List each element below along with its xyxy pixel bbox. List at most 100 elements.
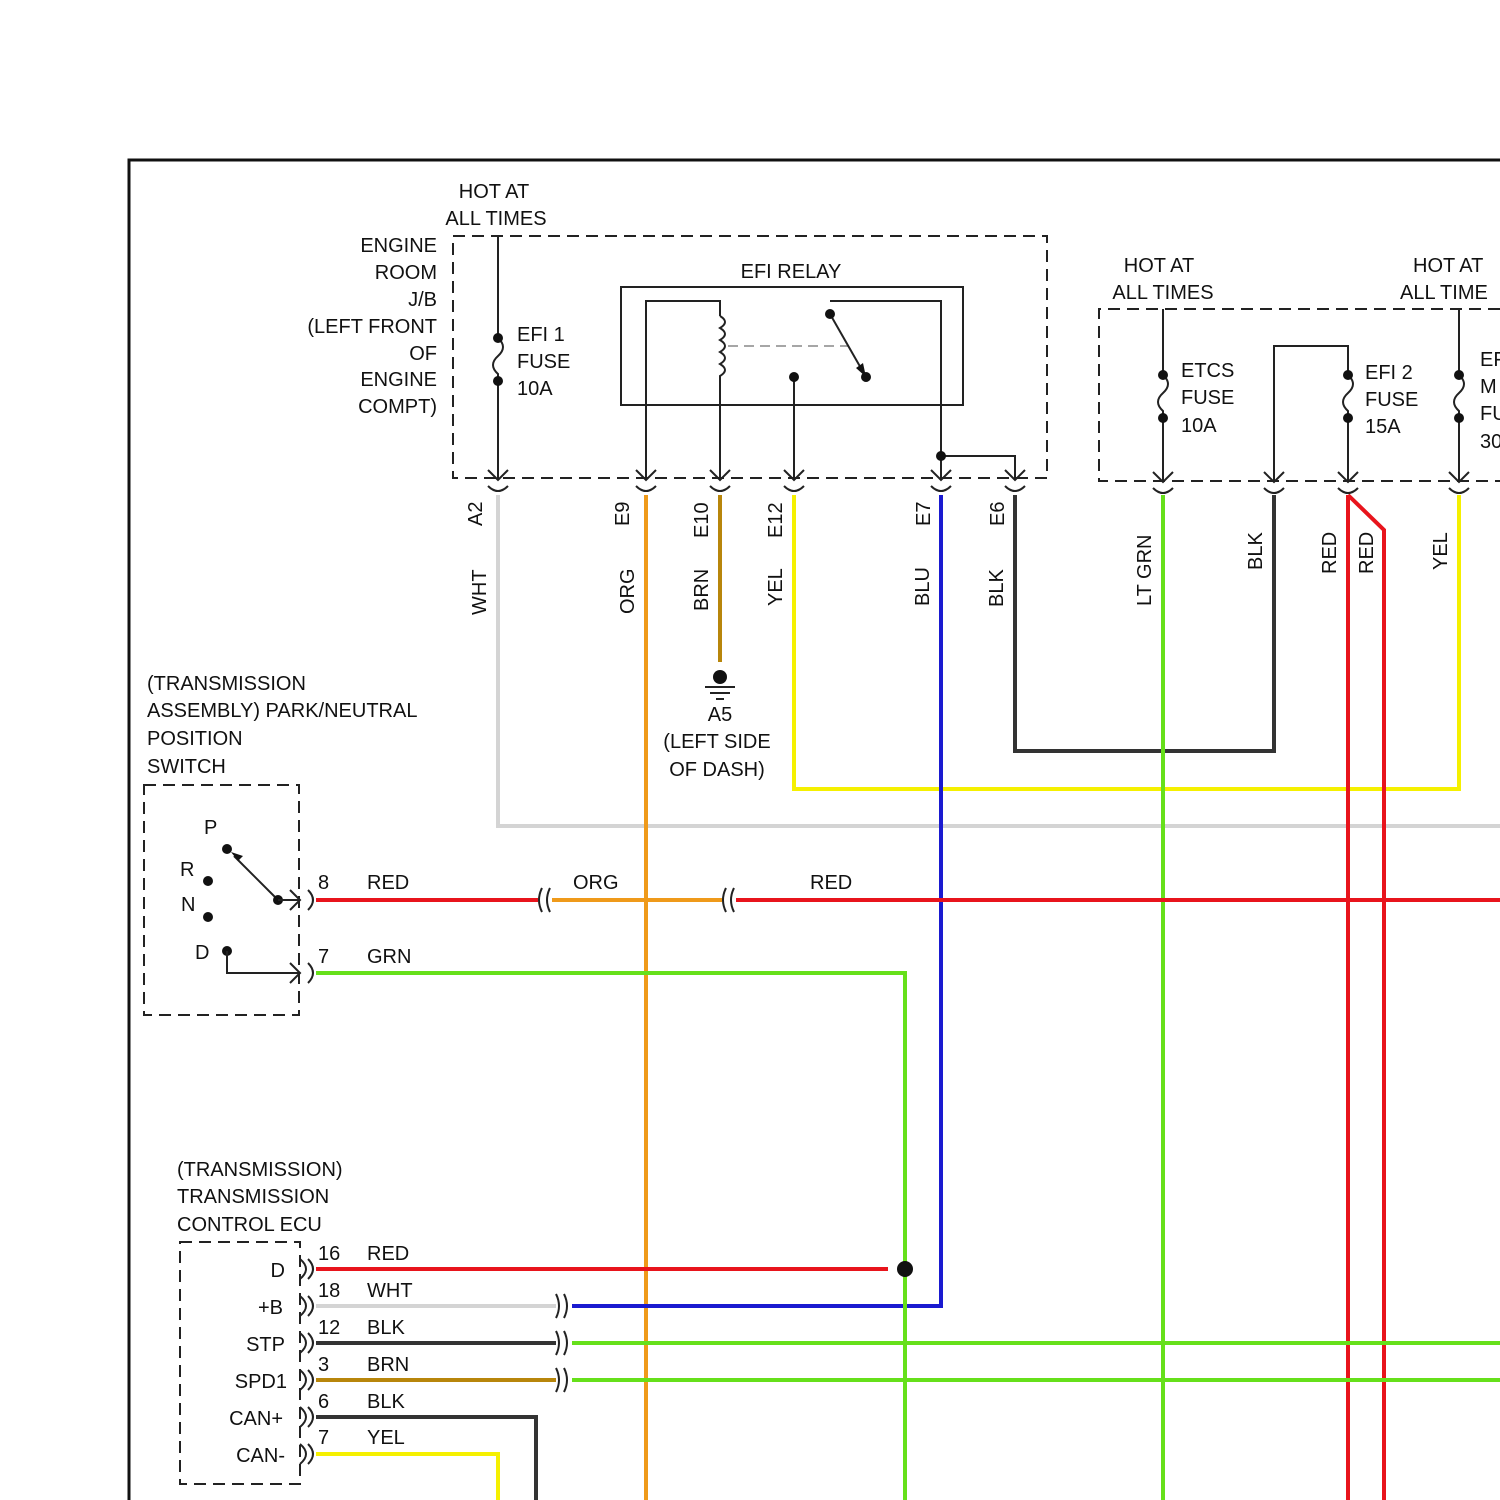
etcs-fuse-label: ETCS FUSE 10A [1181, 360, 1234, 437]
svg-text:BLK: BLK [367, 1391, 405, 1413]
jb-pin-arrows [488, 470, 1025, 491]
svg-text:A5: A5 [708, 704, 732, 726]
svg-text:ASSEMBLY) PARK/NEUTRAL: ASSEMBLY) PARK/NEUTRAL [147, 700, 417, 722]
svg-text:FUSE: FUSE [1181, 387, 1234, 409]
svg-text:YEL: YEL [765, 568, 787, 606]
svg-text:COMPT): COMPT) [358, 396, 437, 418]
svg-text:WHT: WHT [367, 1280, 413, 1302]
relay-e6-jumper [941, 456, 1015, 480]
svg-text:HOT AT: HOT AT [459, 181, 529, 203]
hot-at-all-times-label-2: HOT AT ALL TIMES [1112, 255, 1213, 304]
fuse-block-2-box [1099, 309, 1500, 481]
svg-text:OF: OF [409, 343, 437, 365]
svg-text:16: 16 [318, 1243, 340, 1265]
svg-text:BLK: BLK [367, 1317, 405, 1339]
pn-switch-label: (TRANSMISSION ASSEMBLY) PARK/NEUTRAL POS… [147, 673, 417, 778]
jb2-pin-arrows [1153, 472, 1469, 493]
svg-text:M: M [1480, 376, 1497, 398]
etcs-fuse-symbol [1158, 375, 1168, 418]
svg-text:12: 12 [318, 1317, 340, 1339]
svg-text:15A: 15A [1365, 416, 1401, 438]
svg-text:30: 30 [1480, 431, 1500, 453]
svg-text:CAN-: CAN- [236, 1445, 285, 1467]
inline-connectors [539, 888, 734, 1392]
svg-text:ALL TIMES: ALL TIMES [445, 208, 546, 230]
svg-text:RED: RED [367, 872, 409, 894]
svg-text:ALL TIME: ALL TIME [1400, 282, 1488, 304]
svg-text:A2: A2 [465, 502, 487, 526]
svg-text:D: D [271, 1260, 285, 1282]
svg-text:ORG: ORG [573, 872, 619, 894]
svg-text:E10: E10 [691, 502, 713, 538]
svg-text:BRN: BRN [691, 569, 713, 611]
svg-text:7: 7 [318, 1427, 329, 1449]
svg-text:J/B: J/B [408, 289, 437, 311]
vertical-wire-color-labels: WHT ORG BRN YEL BLU BLK LT GRN BLK RED R… [469, 532, 1452, 615]
inline-color-labels: ORG RED [573, 872, 852, 894]
svg-text:EF: EF [1480, 349, 1500, 371]
efi2-fuse-symbol [1343, 375, 1353, 418]
svg-text:10A: 10A [1181, 415, 1217, 437]
svg-text:TRANSMISSION: TRANSMISSION [177, 1186, 329, 1208]
efi-main-fuse-label: EF M FU 30 [1480, 349, 1500, 453]
tcm-pin-names: D +B STP SPD1 CAN+ CAN- [229, 1260, 287, 1467]
relay-coil-lead [646, 301, 720, 480]
svg-text:(LEFT SIDE: (LEFT SIDE [663, 731, 770, 753]
svg-text:CONTROL ECU: CONTROL ECU [177, 1214, 322, 1236]
svg-text:SPD1: SPD1 [235, 1371, 287, 1393]
svg-text:ORG: ORG [617, 568, 639, 614]
svg-text:ENGINE: ENGINE [360, 235, 437, 257]
svg-text:R: R [180, 859, 194, 881]
svg-text:ROOM: ROOM [375, 262, 437, 284]
svg-text:STP: STP [246, 1334, 285, 1356]
wire-grn-pin7 [316, 973, 905, 1500]
switch-position-labels: P R N D [180, 817, 217, 964]
pn-pin-arrows [290, 890, 313, 983]
relay-common-lead [830, 301, 941, 480]
wire-red-efi2-b [1348, 495, 1384, 1500]
wire-tcm-7-yel [316, 1454, 498, 1500]
svg-text:7: 7 [318, 946, 329, 968]
svg-text:YEL: YEL [1430, 532, 1452, 570]
svg-text:FU: FU [1480, 403, 1500, 425]
svg-text:(LEFT FRONT: (LEFT FRONT [307, 316, 437, 338]
pn-switch-arm [234, 856, 278, 900]
svg-text:RED: RED [1319, 532, 1341, 574]
svg-text:GRN: GRN [367, 946, 411, 968]
svg-text:RED: RED [1356, 532, 1378, 574]
pn-switch-leads [227, 900, 300, 973]
svg-text:18: 18 [318, 1280, 340, 1302]
efi-relay-label: EFI RELAY [741, 261, 842, 283]
svg-text:RED: RED [367, 1243, 409, 1265]
svg-text:FUSE: FUSE [517, 351, 570, 373]
splice-dot [897, 1261, 913, 1277]
relay-pin-labels: A2 E9 E10 E12 E7 E6 [465, 502, 1009, 538]
svg-text:CAN+: CAN+ [229, 1408, 283, 1430]
svg-text:BLU: BLU [912, 567, 934, 606]
svg-text:FUSE: FUSE [1365, 389, 1418, 411]
svg-text:EFI 2: EFI 2 [1365, 362, 1413, 384]
svg-text:P: P [204, 817, 217, 839]
hot-at-all-times-label-1: HOT AT ALL TIMES [445, 181, 546, 230]
relay-coil [720, 316, 725, 480]
tcm-label: (TRANSMISSION) TRANSMISSION CONTROL ECU [177, 1159, 343, 1236]
svg-text:SWITCH: SWITCH [147, 756, 226, 778]
efi-main-fuse-symbol [1454, 375, 1464, 418]
efi1-fuse-symbol [493, 338, 503, 381]
svg-text:OF DASH): OF DASH) [669, 759, 765, 781]
svg-text:E7: E7 [913, 502, 935, 526]
svg-text:6: 6 [318, 1391, 329, 1413]
svg-text:EFI 1: EFI 1 [517, 324, 565, 346]
efi1-fuse-label: EFI 1 FUSE 10A [517, 324, 570, 400]
svg-text:10A: 10A [517, 378, 553, 400]
svg-text:YEL: YEL [367, 1427, 405, 1449]
svg-text:BLK: BLK [1245, 532, 1267, 570]
ground-symbol [705, 670, 735, 699]
svg-text:BLK: BLK [986, 569, 1008, 607]
engine-room-jb-label: ENGINE ROOM J/B (LEFT FRONT OF ENGINE CO… [307, 235, 437, 418]
svg-text:ALL TIMES: ALL TIMES [1112, 282, 1213, 304]
svg-text:BRN: BRN [367, 1354, 409, 1376]
efi2-fuse-label: EFI 2 FUSE 15A [1365, 362, 1418, 438]
svg-text:E9: E9 [612, 502, 634, 526]
